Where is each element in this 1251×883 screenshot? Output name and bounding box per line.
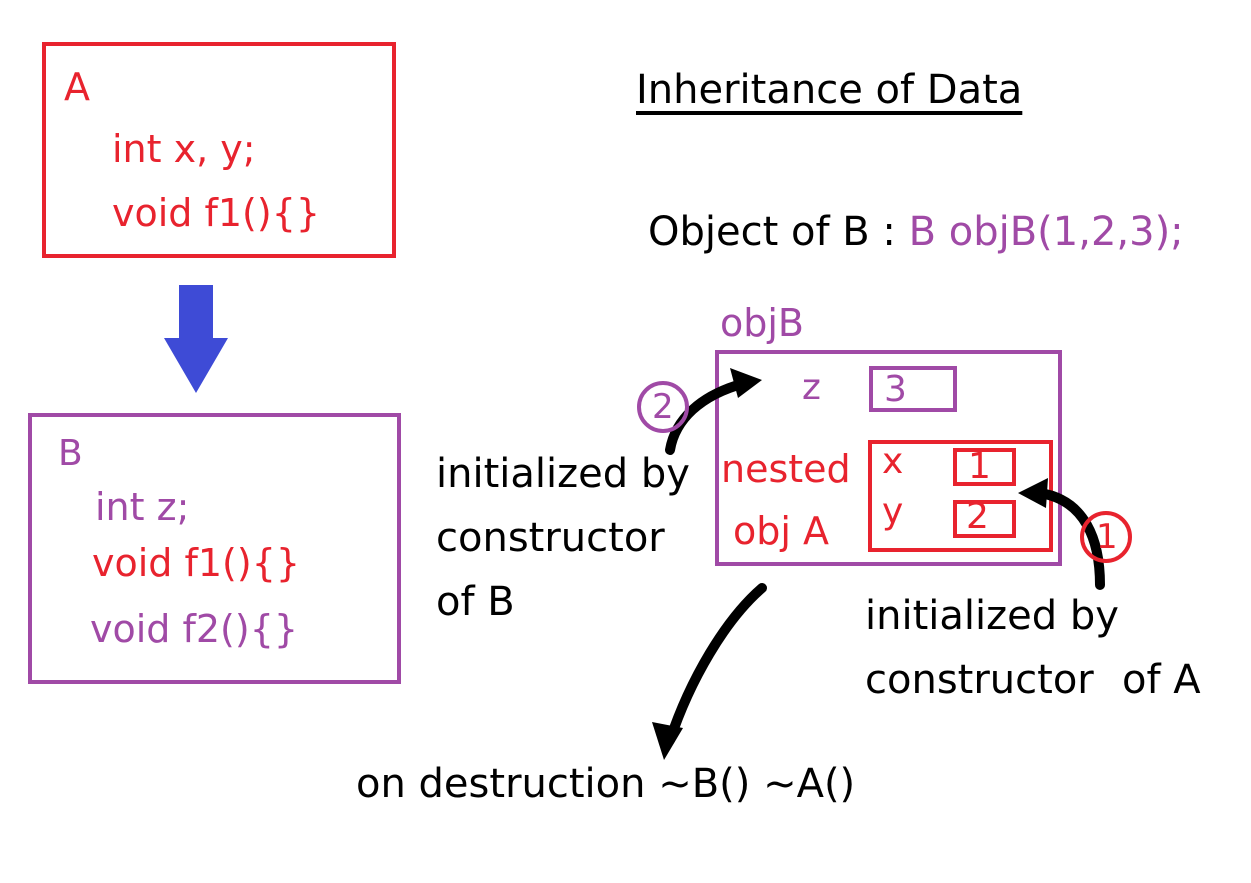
ctor-b-note-line1: initialized by <box>436 451 690 497</box>
class-a-members: int x, y; <box>112 127 256 171</box>
z-value-box <box>869 366 957 412</box>
class-a-name: A <box>64 65 90 109</box>
marker-1-label: 1 <box>1096 517 1118 557</box>
class-b-box <box>28 413 401 684</box>
ctor-a-note-line2: constructor <box>865 657 1094 703</box>
destruction-note: on destruction ~B() ~A() <box>356 761 856 807</box>
nested-obj-a-label: obj A <box>733 509 830 553</box>
ctor-b-note-line2: constructor <box>436 515 665 561</box>
destruction-arrow-icon <box>665 583 767 745</box>
ctor-a-arrowhead-icon <box>1018 478 1048 508</box>
z-value: 3 <box>884 369 907 410</box>
ctor-b-arrow-icon <box>665 378 750 455</box>
ctor-b-arrowhead-icon <box>730 368 762 398</box>
marker-2-label: 2 <box>652 387 674 427</box>
object-declaration: Object of B : B objB(1,2,3); <box>648 212 1184 252</box>
object-declaration-code: B objB(1,2,3); <box>908 209 1184 255</box>
class-a-method-f1: void f1(){} <box>112 191 321 235</box>
objb-box <box>715 350 1062 566</box>
nested-label: nested <box>721 447 851 491</box>
class-b-name: B <box>58 433 83 474</box>
class-b-method-f2: void f2(){} <box>90 607 299 651</box>
ctor-a-note-line3: of A <box>1122 657 1201 703</box>
y-value-box <box>953 500 1016 538</box>
class-a-box <box>42 42 396 258</box>
ctor-b-note-line3: of B <box>436 579 515 625</box>
z-field-label: z <box>802 367 821 408</box>
objb-label: objB <box>720 301 804 345</box>
x-value-box <box>953 448 1016 486</box>
class-b-member-z: int z; <box>95 485 190 529</box>
destruction-arrowhead-icon <box>652 722 683 760</box>
diagram-title: Inheritance of Data <box>636 67 1023 113</box>
class-b-method-f1: void f1(){} <box>92 541 301 585</box>
y-field-label: y <box>882 491 904 532</box>
x-field-label: x <box>882 441 904 482</box>
ctor-a-note-line1: initialized by <box>865 593 1119 639</box>
x-value: 1 <box>968 446 991 487</box>
y-value: 2 <box>966 496 989 537</box>
object-declaration-label: Object of B : <box>648 209 909 255</box>
